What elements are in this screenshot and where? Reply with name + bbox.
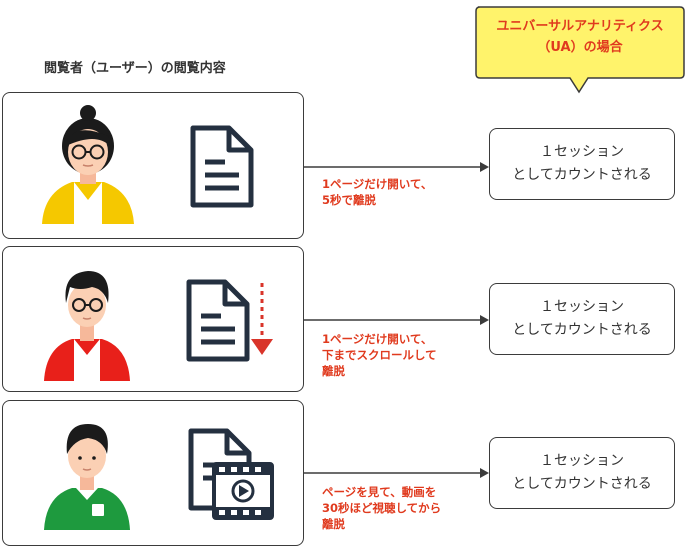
document-video-icon <box>188 428 274 520</box>
action-label-line: 離脱 <box>322 517 345 531</box>
document-scroll-icon <box>186 279 273 362</box>
action-label-line: ページを見て、動画を <box>322 485 437 499</box>
user-avatar-man-icon <box>44 424 130 530</box>
arrow-right-icon <box>304 468 489 478</box>
ua-callout-text: ユニバーサルアナリティクス （UA）の場合 <box>474 16 686 58</box>
result-line: としてカウントされる <box>512 167 652 183</box>
session-count-result-1: １セッション としてカウントされる <box>489 128 675 200</box>
viewer-title: 閲覧者（ユーザー）の閲覧内容 <box>44 61 226 76</box>
result-line: １セッション <box>540 299 624 315</box>
ua-callout-bubble <box>475 6 685 94</box>
action-label-line: 1ページだけ開いて、 <box>322 332 433 346</box>
result-line: としてカウントされる <box>512 476 652 492</box>
result-line: としてカウントされる <box>512 322 652 338</box>
ua-callout-line1: ユニバーサルアナリティクス <box>496 19 664 34</box>
action-label-line: 30秒ほど視聴してから <box>322 501 442 515</box>
action-label-line: 1ページだけ開いて、 <box>322 177 433 191</box>
user-avatar-woman-icon <box>42 105 134 224</box>
session-count-result-2: １セッション としてカウントされる <box>489 283 675 355</box>
action-label-3: ページを見て、動画を 30秒ほど視聴してから 離脱 <box>322 484 441 532</box>
action-label-1: 1ページだけ開いて、 5秒で離脱 <box>322 176 432 208</box>
action-label-line: 5秒で離脱 <box>322 193 377 207</box>
document-icon <box>190 125 254 208</box>
user-avatar-man-glasses-icon <box>44 271 130 381</box>
action-label-line: 離脱 <box>322 364 345 378</box>
arrow-right-icon <box>304 315 489 325</box>
ua-callout-line2: （UA）の場合 <box>537 40 623 55</box>
result-line: １セッション <box>540 144 624 160</box>
action-label-2: 1ページだけ開いて、 下までスクロールして 離脱 <box>322 331 437 379</box>
action-label-line: 下までスクロールして <box>322 348 437 362</box>
result-line: １セッション <box>540 453 624 469</box>
arrow-right-icon <box>304 162 489 172</box>
session-count-result-3: １セッション としてカウントされる <box>489 437 675 509</box>
